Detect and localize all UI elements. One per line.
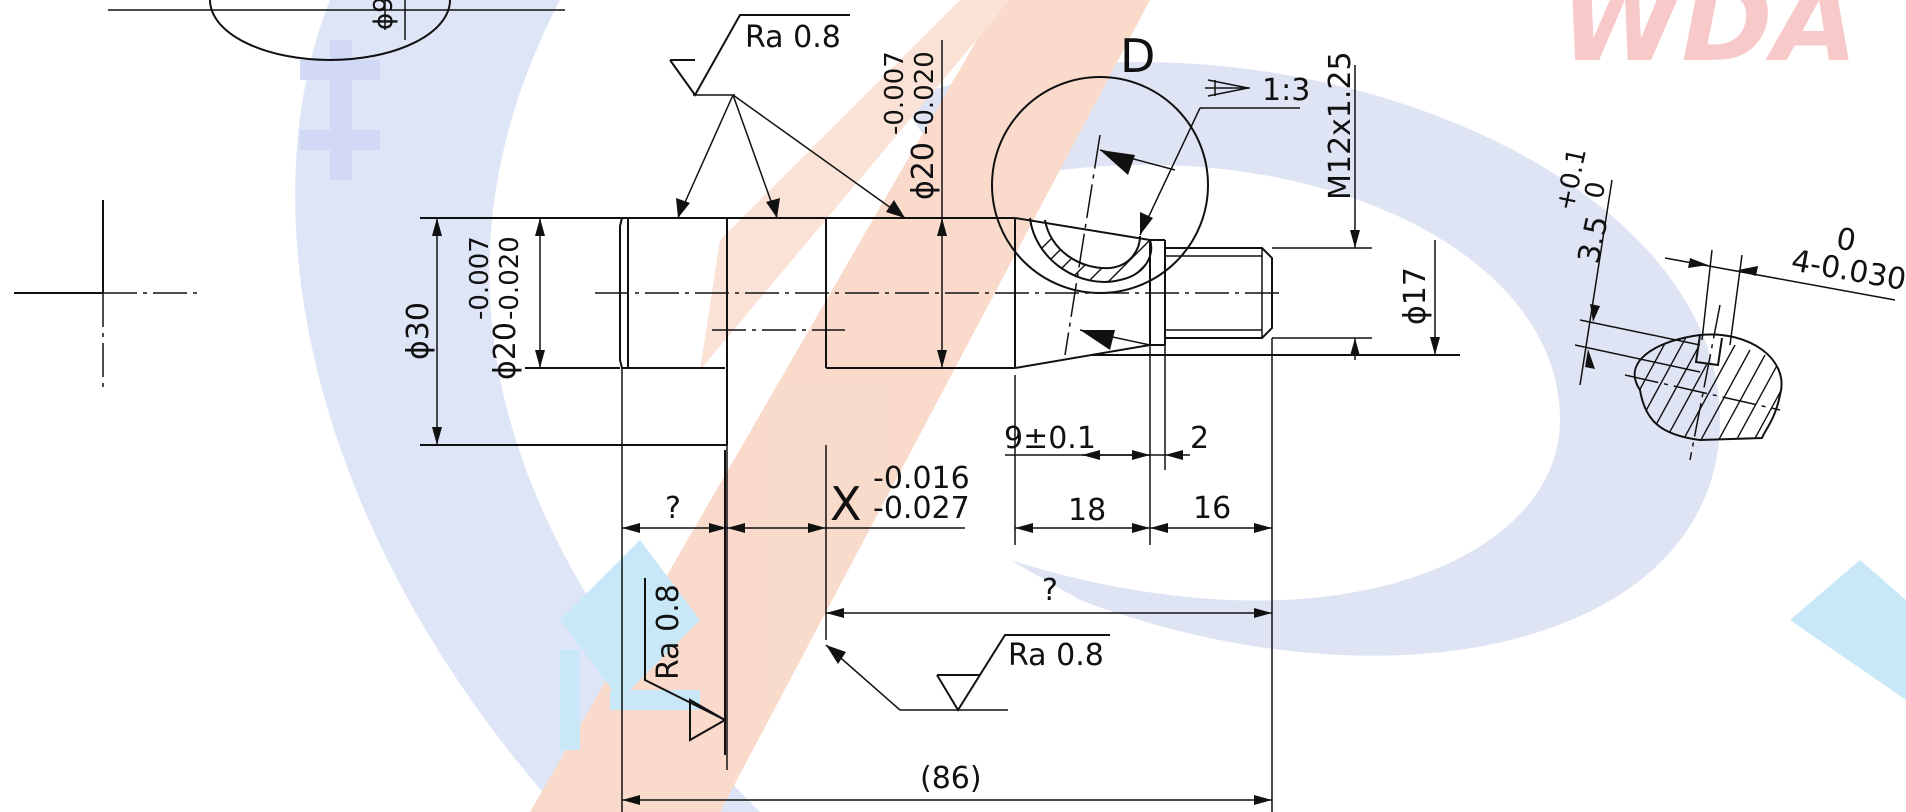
watermark-glyph <box>300 40 380 180</box>
roughness-bottom: Ra 0.8 <box>825 634 1110 712</box>
journal-dia: ϕ20 <box>906 142 941 200</box>
watermark: WDA <box>295 0 1906 812</box>
dim-chain-row1: 9±0.1 2 <box>1004 421 1209 460</box>
dim-9: 9±0.1 <box>1004 421 1096 456</box>
extension-lines <box>621 338 1273 812</box>
x-tol-upper: -0.016 <box>873 461 970 496</box>
dim-phi30: ϕ30 <box>401 302 436 360</box>
shaft-dia: ϕ20 <box>488 322 523 380</box>
journal-tol-lower: -0.020 <box>910 51 940 135</box>
journal-diameter: ϕ20 -0.007 -0.020 <box>880 40 947 368</box>
ra-left: Ra 0.8 <box>651 584 686 680</box>
taper-symbol <box>1205 79 1250 97</box>
watermark-glyph-2 <box>560 650 700 750</box>
dim-chain-row2: ? X -0.016 -0.027 18 16 <box>622 461 1272 533</box>
thread-dims: M12x1.25 ϕ17 <box>1323 51 1440 360</box>
watermark-text: WDA <box>1560 0 1858 86</box>
x-tol-lower: -0.027 <box>873 491 970 526</box>
ra-top: Ra 0.8 <box>745 20 841 55</box>
dim-chain-row3: ? <box>826 573 1272 618</box>
x-label: X <box>830 477 862 531</box>
dim-overall-86: (86) <box>920 761 982 796</box>
top-left-dia: ϕ9 <box>369 0 399 30</box>
dim-16: 16 <box>1193 491 1231 526</box>
dim-phi17: ϕ17 <box>1398 267 1433 325</box>
dim-18: 18 <box>1068 493 1106 528</box>
dim-2: 2 <box>1190 421 1209 456</box>
shaft-tol-lower: -0.020 <box>495 236 525 320</box>
left-diameters: ϕ30 ϕ20 -0.007 -0.020 <box>401 218 545 445</box>
shaft-tol-upper: -0.007 <box>465 236 495 320</box>
ra-bottom: Ra 0.8 <box>1008 638 1104 673</box>
roughness-top: Ra 0.8 <box>669 14 906 219</box>
top-left-section: ϕ9 <box>108 0 565 61</box>
thread-spec: M12x1.25 <box>1323 51 1358 200</box>
detail-label: D <box>1120 29 1155 83</box>
depth-tol-lower: 0 <box>1580 179 1613 201</box>
journal-tol-upper: -0.007 <box>880 51 910 135</box>
dim-unknown-mid: ? <box>1042 573 1058 608</box>
center-mark <box>14 200 202 390</box>
dim-overall: (86) <box>622 761 1272 805</box>
roughness-left: Ra 0.8 <box>644 450 726 755</box>
taper-ratio: 1:3 <box>1262 73 1310 108</box>
dim-unknown-left: ? <box>665 491 681 526</box>
